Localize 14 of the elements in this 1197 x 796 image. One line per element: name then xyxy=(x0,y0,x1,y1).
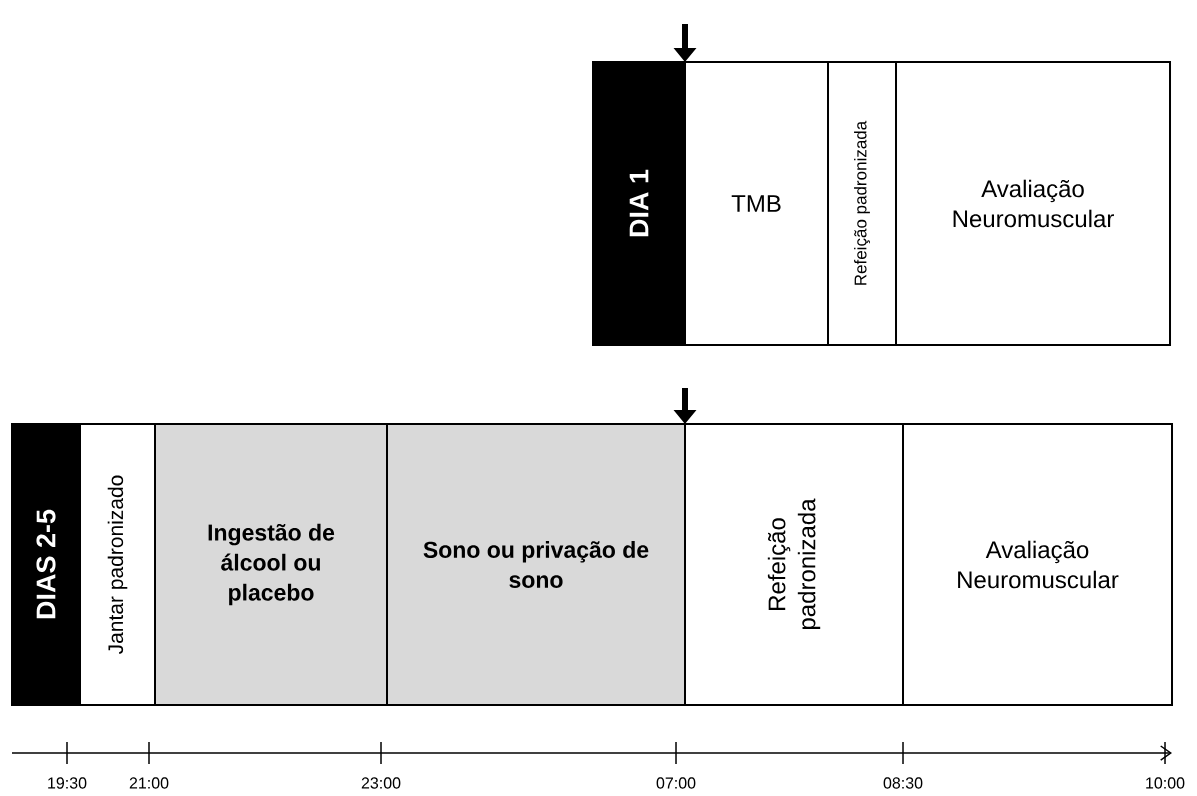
time-label: 08:30 xyxy=(883,777,923,789)
activity-box: Refeição padronizada xyxy=(827,61,897,346)
day-label-box: DIA 1 xyxy=(592,61,686,346)
activity-box: Ingestão de álcool ou placebo xyxy=(154,423,388,706)
time-label: 21:00 xyxy=(129,777,169,789)
activity-box: Avaliação Neuromuscular xyxy=(902,423,1173,706)
day-label-box: DIAS 2-5 xyxy=(11,423,81,706)
time-label: 23:00 xyxy=(361,777,401,789)
activity-box: Sono ou privação de sono xyxy=(386,423,686,706)
time-label: 07:00 xyxy=(656,777,696,789)
time-label: 10:00 xyxy=(1146,777,1185,789)
time-label: 19:30 xyxy=(48,777,87,789)
activity-box: Jantar padronizado xyxy=(79,423,156,706)
activity-box: Refeição padronizada xyxy=(684,423,904,706)
